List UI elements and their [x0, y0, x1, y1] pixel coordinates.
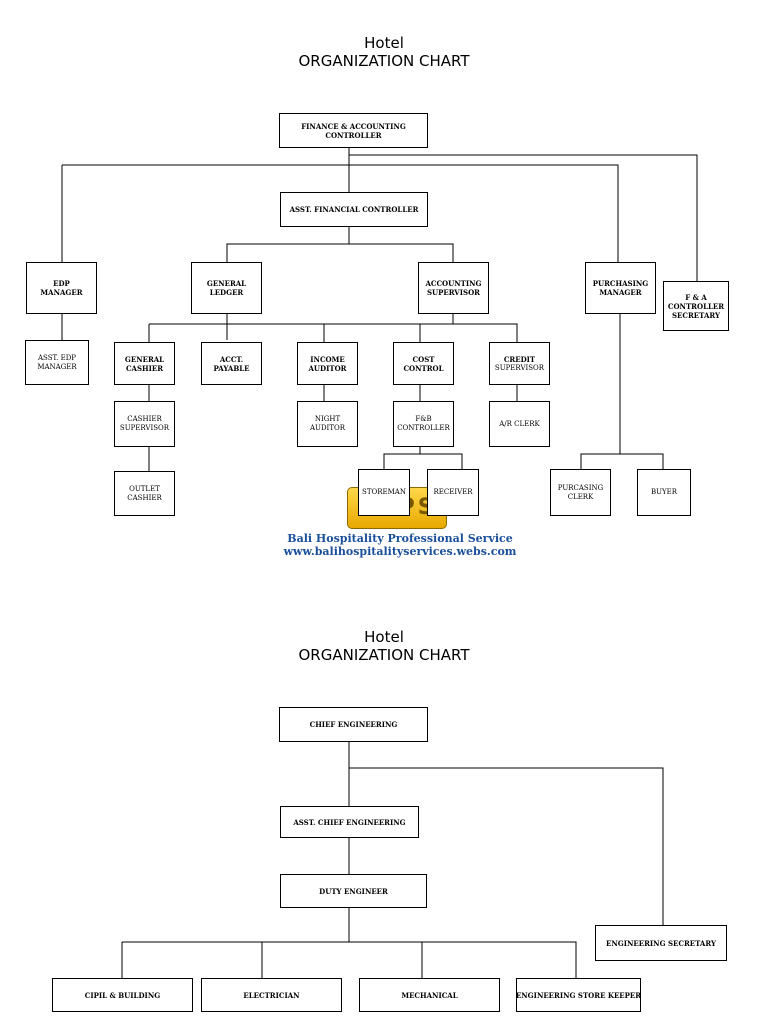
box-label: DUTY ENGINEER: [319, 886, 388, 896]
box-asst-chief-engineering: ASST. CHIEF ENGINEERING: [280, 806, 419, 838]
box-label: AUDITOR: [309, 424, 345, 432]
box-label: MANAGER: [40, 288, 83, 297]
watermark-company: Bali Hospitality Professional Service: [287, 532, 513, 545]
box-label: OUTLET: [129, 484, 160, 493]
box-label: ENGINEERING STORE KEEPER: [515, 990, 642, 1000]
box-cashier-supervisor: CASHIER SUPERVISOR: [114, 401, 175, 447]
box-label: F&B: [415, 415, 432, 423]
box-label: CONTROLLER: [397, 424, 450, 432]
box-label: RECEIVER: [433, 488, 473, 496]
box-label: STOREMAN: [362, 488, 406, 496]
box-label: SUPERVISOR: [494, 363, 545, 372]
box-label: ACCT.: [219, 354, 244, 364]
box-general-cashier: GENERAL CASHIER: [114, 342, 175, 385]
box-label: CASHIER: [125, 363, 164, 373]
box-accounting-supervisor: ACCOUNTING SUPERVISOR: [418, 262, 489, 314]
box-asst-financial-controller: ASST. FINANCIAL CONTROLLER: [280, 192, 428, 227]
box-purchasing-clerk: PURCASING CLERK: [550, 469, 611, 516]
chart1-title-hotel: Hotel: [364, 34, 404, 52]
box-income-auditor: INCOME AUDITOR: [297, 342, 358, 385]
box-label: CLERK: [567, 492, 594, 501]
box-engineering-store-keeper: ENGINEERING STORE KEEPER: [516, 978, 641, 1012]
box-outlet-cashier: OUTLET CASHIER: [114, 471, 175, 516]
box-receiver: RECEIVER: [427, 469, 479, 516]
box-label: ELECTRICIAN: [243, 990, 300, 1000]
box-finance-accounting-controller: FINANCE & ACCOUNTING CONTROLLER: [279, 113, 428, 148]
chart1-title: ORGANIZATION CHART: [298, 52, 470, 70]
box-mechanical: MECHANICAL: [359, 978, 500, 1012]
box-label: GENERAL: [206, 279, 247, 288]
box-ar-clerk: A/R CLERK: [489, 401, 550, 447]
box-asst-edp-manager: ASST. EDP MANAGER: [25, 340, 89, 385]
chart2-title-hotel: Hotel: [364, 628, 404, 646]
box-general-ledger: GENERAL LEDGER: [191, 262, 262, 314]
box-credit-supervisor: CREDIT SUPERVISOR: [489, 342, 550, 385]
box-label: CHIEF ENGINEERING: [309, 720, 398, 729]
box-label: A/R CLERK: [499, 419, 540, 428]
box-label: ASST. EDP: [37, 353, 77, 362]
box-purchasing-manager: PURCHASING MANAGER: [585, 262, 656, 314]
box-duty-engineer: DUTY ENGINEER: [280, 874, 427, 908]
box-label: SECRETARY: [672, 310, 720, 320]
box-cost-control: COST CONTROL: [393, 342, 454, 385]
box-chief-engineering: CHIEF ENGINEERING: [279, 707, 428, 742]
box-edp-manager: EDP MANAGER: [26, 262, 97, 314]
box-label: ASST. CHIEF ENGINEERING: [293, 817, 406, 827]
box-label: GENERAL: [124, 354, 165, 364]
box-label: FINANCE & ACCOUNTING: [301, 121, 406, 131]
box-label: CASHIER: [127, 493, 162, 502]
box-label: PURCASING: [557, 483, 604, 492]
box-label: F & A: [685, 292, 707, 302]
box-fa-controller-secretary: F & A CONTROLLER SECRETARY: [663, 281, 729, 331]
box-engineering-secretary: ENGINEERING SECRETARY: [595, 925, 727, 961]
box-label: ACCOUNTING: [425, 279, 482, 288]
box-label: COST: [412, 354, 435, 364]
box-buyer: BUYER: [637, 469, 691, 516]
box-label: ASST. FINANCIAL CONTROLLER: [289, 205, 419, 214]
box-acct-payable: ACCT. PAYABLE: [201, 342, 262, 385]
box-fb-controller: F&B CONTROLLER: [393, 401, 454, 447]
box-label: CIPIL & BUILDING: [84, 990, 161, 1000]
box-label: SUPERVISOR: [119, 424, 170, 432]
box-label: PAYABLE: [213, 363, 250, 373]
box-civil-building: CIPIL & BUILDING: [52, 978, 193, 1012]
box-storeman: STOREMAN: [358, 469, 410, 516]
chart2-title: ORGANIZATION CHART: [298, 646, 470, 664]
watermark-url: www.balihospitalityservices.webs.com: [283, 545, 517, 558]
box-label: CASHIER: [127, 415, 162, 423]
box-label: ENGINEERING SECRETARY: [606, 938, 716, 948]
box-label: MECHANICAL: [401, 990, 458, 1000]
box-label: CONTROLLER: [325, 130, 382, 140]
box-label: LEDGER: [209, 288, 244, 297]
box-night-auditor: NIGHT AUDITOR: [297, 401, 358, 447]
box-label: MANAGER: [599, 288, 642, 297]
box-label: CONTROL: [403, 363, 444, 373]
box-label: EDP: [53, 279, 70, 288]
box-label: CONTROLLER: [667, 301, 725, 311]
box-label: SUPERVISOR: [426, 288, 480, 297]
box-label: BUYER: [650, 488, 678, 496]
box-label: MANAGER: [37, 362, 77, 371]
box-electrician: ELECTRICIAN: [201, 978, 342, 1012]
box-label: INCOME: [310, 354, 345, 364]
box-label: NIGHT: [314, 415, 341, 423]
box-label: PURCHASING: [592, 279, 649, 288]
box-label: CREDIT: [503, 354, 536, 364]
box-label: AUDITOR: [308, 363, 347, 373]
